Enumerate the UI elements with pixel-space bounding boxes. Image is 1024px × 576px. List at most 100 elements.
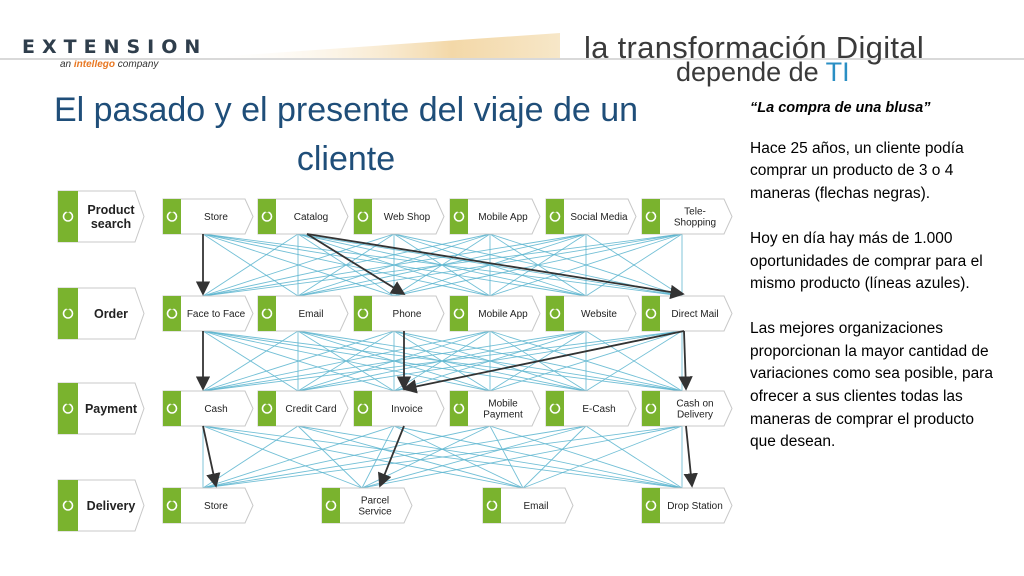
channel-accent xyxy=(546,296,564,331)
channel-accent xyxy=(546,199,564,234)
channel-label: Cash xyxy=(204,404,227,415)
channel-box-mobile-app: Mobile App xyxy=(449,295,541,332)
connection-line xyxy=(393,233,683,297)
stage-accent xyxy=(58,288,78,339)
refresh-icon-gap xyxy=(649,498,653,502)
channel-accent xyxy=(163,199,181,234)
stage-label: Product xyxy=(87,203,135,217)
stage-order: Order xyxy=(57,287,145,340)
connection-line xyxy=(522,425,587,489)
channel-box-web-shop: Web Shop xyxy=(353,198,445,235)
refresh-icon-gap xyxy=(170,306,174,310)
banner-decoration xyxy=(200,33,560,58)
channel-box-store: Store xyxy=(162,198,254,235)
logo-wordmark: EXTENSION xyxy=(22,36,208,58)
channel-box-credit-card: Credit Card xyxy=(257,390,349,427)
channel-accent xyxy=(258,391,276,426)
refresh-icon-gap xyxy=(66,498,70,502)
channel-label: Mobile App xyxy=(478,212,528,223)
channel-box-cash: Cash xyxy=(162,390,254,427)
refresh-icon-gap xyxy=(649,401,653,405)
logo-sub-prefix: an xyxy=(60,59,74,70)
connection-line xyxy=(202,233,491,297)
channel-label: Parcel xyxy=(361,496,389,507)
traditional-arrow xyxy=(678,330,693,391)
tagline-line2: depende de TI xyxy=(676,57,850,88)
channel-label: Shopping xyxy=(674,218,716,229)
channel-accent xyxy=(450,391,468,426)
refresh-icon-gap xyxy=(66,209,70,213)
refresh-icon-gap xyxy=(553,209,557,213)
refresh-icon-gap xyxy=(265,209,269,213)
channel-label: Catalog xyxy=(294,212,328,223)
connection-line xyxy=(202,425,363,489)
refresh-icon-gap xyxy=(553,306,557,310)
channel-label: Website xyxy=(581,309,617,320)
extension-logo: EXTENSION an intellego company xyxy=(22,36,207,70)
channel-label: Service xyxy=(358,507,392,518)
connection-line xyxy=(202,233,299,297)
traditional-arrow xyxy=(377,425,405,488)
paragraph-past: Hace 25 años, un cliente podía comprar u… xyxy=(750,139,964,203)
refresh-icon-gap xyxy=(457,209,461,213)
channel-label: Payment xyxy=(483,410,523,421)
channel-accent xyxy=(450,296,468,331)
channel-label: Phone xyxy=(393,309,422,320)
stage-payment: Payment xyxy=(57,382,145,435)
channel-label: Email xyxy=(523,501,548,512)
tagline-line2-prefix: depende de xyxy=(676,57,826,87)
logo-sub-suffix: company xyxy=(115,59,159,70)
connection-line xyxy=(361,425,491,489)
channel-box-direct-mail: Direct Mail xyxy=(641,295,733,332)
channel-box-drop-station: Drop Station xyxy=(641,487,733,524)
refresh-icon-gap xyxy=(457,306,461,310)
paragraph-best-practice: Las mejores organizaciones proporcionan … xyxy=(750,319,993,451)
slide-title: El pasado y el presente del viaje de un … xyxy=(53,91,639,178)
stage-accent xyxy=(58,383,78,434)
refresh-icon-gap xyxy=(457,401,461,405)
connection-line xyxy=(297,425,524,489)
tagline-line1: la transformación Digital xyxy=(584,30,925,65)
channel-accent xyxy=(642,199,660,234)
connection-line xyxy=(297,330,683,392)
connection-line xyxy=(202,330,491,392)
channel-label: Mobile xyxy=(488,399,518,410)
paragraph-present: Hoy en día hay más de 1.000 oportunidade… xyxy=(750,229,983,293)
connection-line xyxy=(585,233,683,297)
connection-line xyxy=(585,330,683,392)
channel-label: E-Cash xyxy=(582,404,615,415)
traditional-arrow xyxy=(683,425,698,488)
connection-line xyxy=(202,233,395,297)
channel-box-store: Store xyxy=(162,487,254,524)
refresh-icon-gap xyxy=(265,306,269,310)
quote-heading: “La compra de una blusa” xyxy=(750,100,931,116)
channel-accent xyxy=(163,488,181,523)
channel-label: Tele- xyxy=(684,207,706,218)
stage-label: Delivery xyxy=(87,499,136,513)
refresh-icon-gap xyxy=(490,498,494,502)
refresh-icon-gap xyxy=(361,306,365,310)
refresh-icon-gap xyxy=(553,401,557,405)
explanation-panel: “La compra de una blusa” Hace 25 años, u… xyxy=(750,97,995,476)
connection-line xyxy=(202,425,524,489)
traditional-arrow xyxy=(306,233,406,295)
channel-label: Drop Station xyxy=(667,501,723,512)
refresh-icon-gap xyxy=(649,306,653,310)
channel-label: Cash on xyxy=(676,399,713,410)
refresh-icon-gap xyxy=(265,401,269,405)
connection-line xyxy=(202,330,587,392)
refresh-icon-gap xyxy=(329,498,333,502)
connection-line xyxy=(489,233,683,297)
channel-label: Credit Card xyxy=(285,404,336,415)
connection-line xyxy=(489,330,683,392)
channel-accent xyxy=(546,391,564,426)
channel-accent xyxy=(354,296,372,331)
channel-accent xyxy=(258,199,276,234)
refresh-icon-gap xyxy=(361,209,365,213)
channel-box-invoice: Invoice xyxy=(353,390,445,427)
stage-label: search xyxy=(91,217,131,231)
channel-box-social-media: Social Media xyxy=(545,198,637,235)
